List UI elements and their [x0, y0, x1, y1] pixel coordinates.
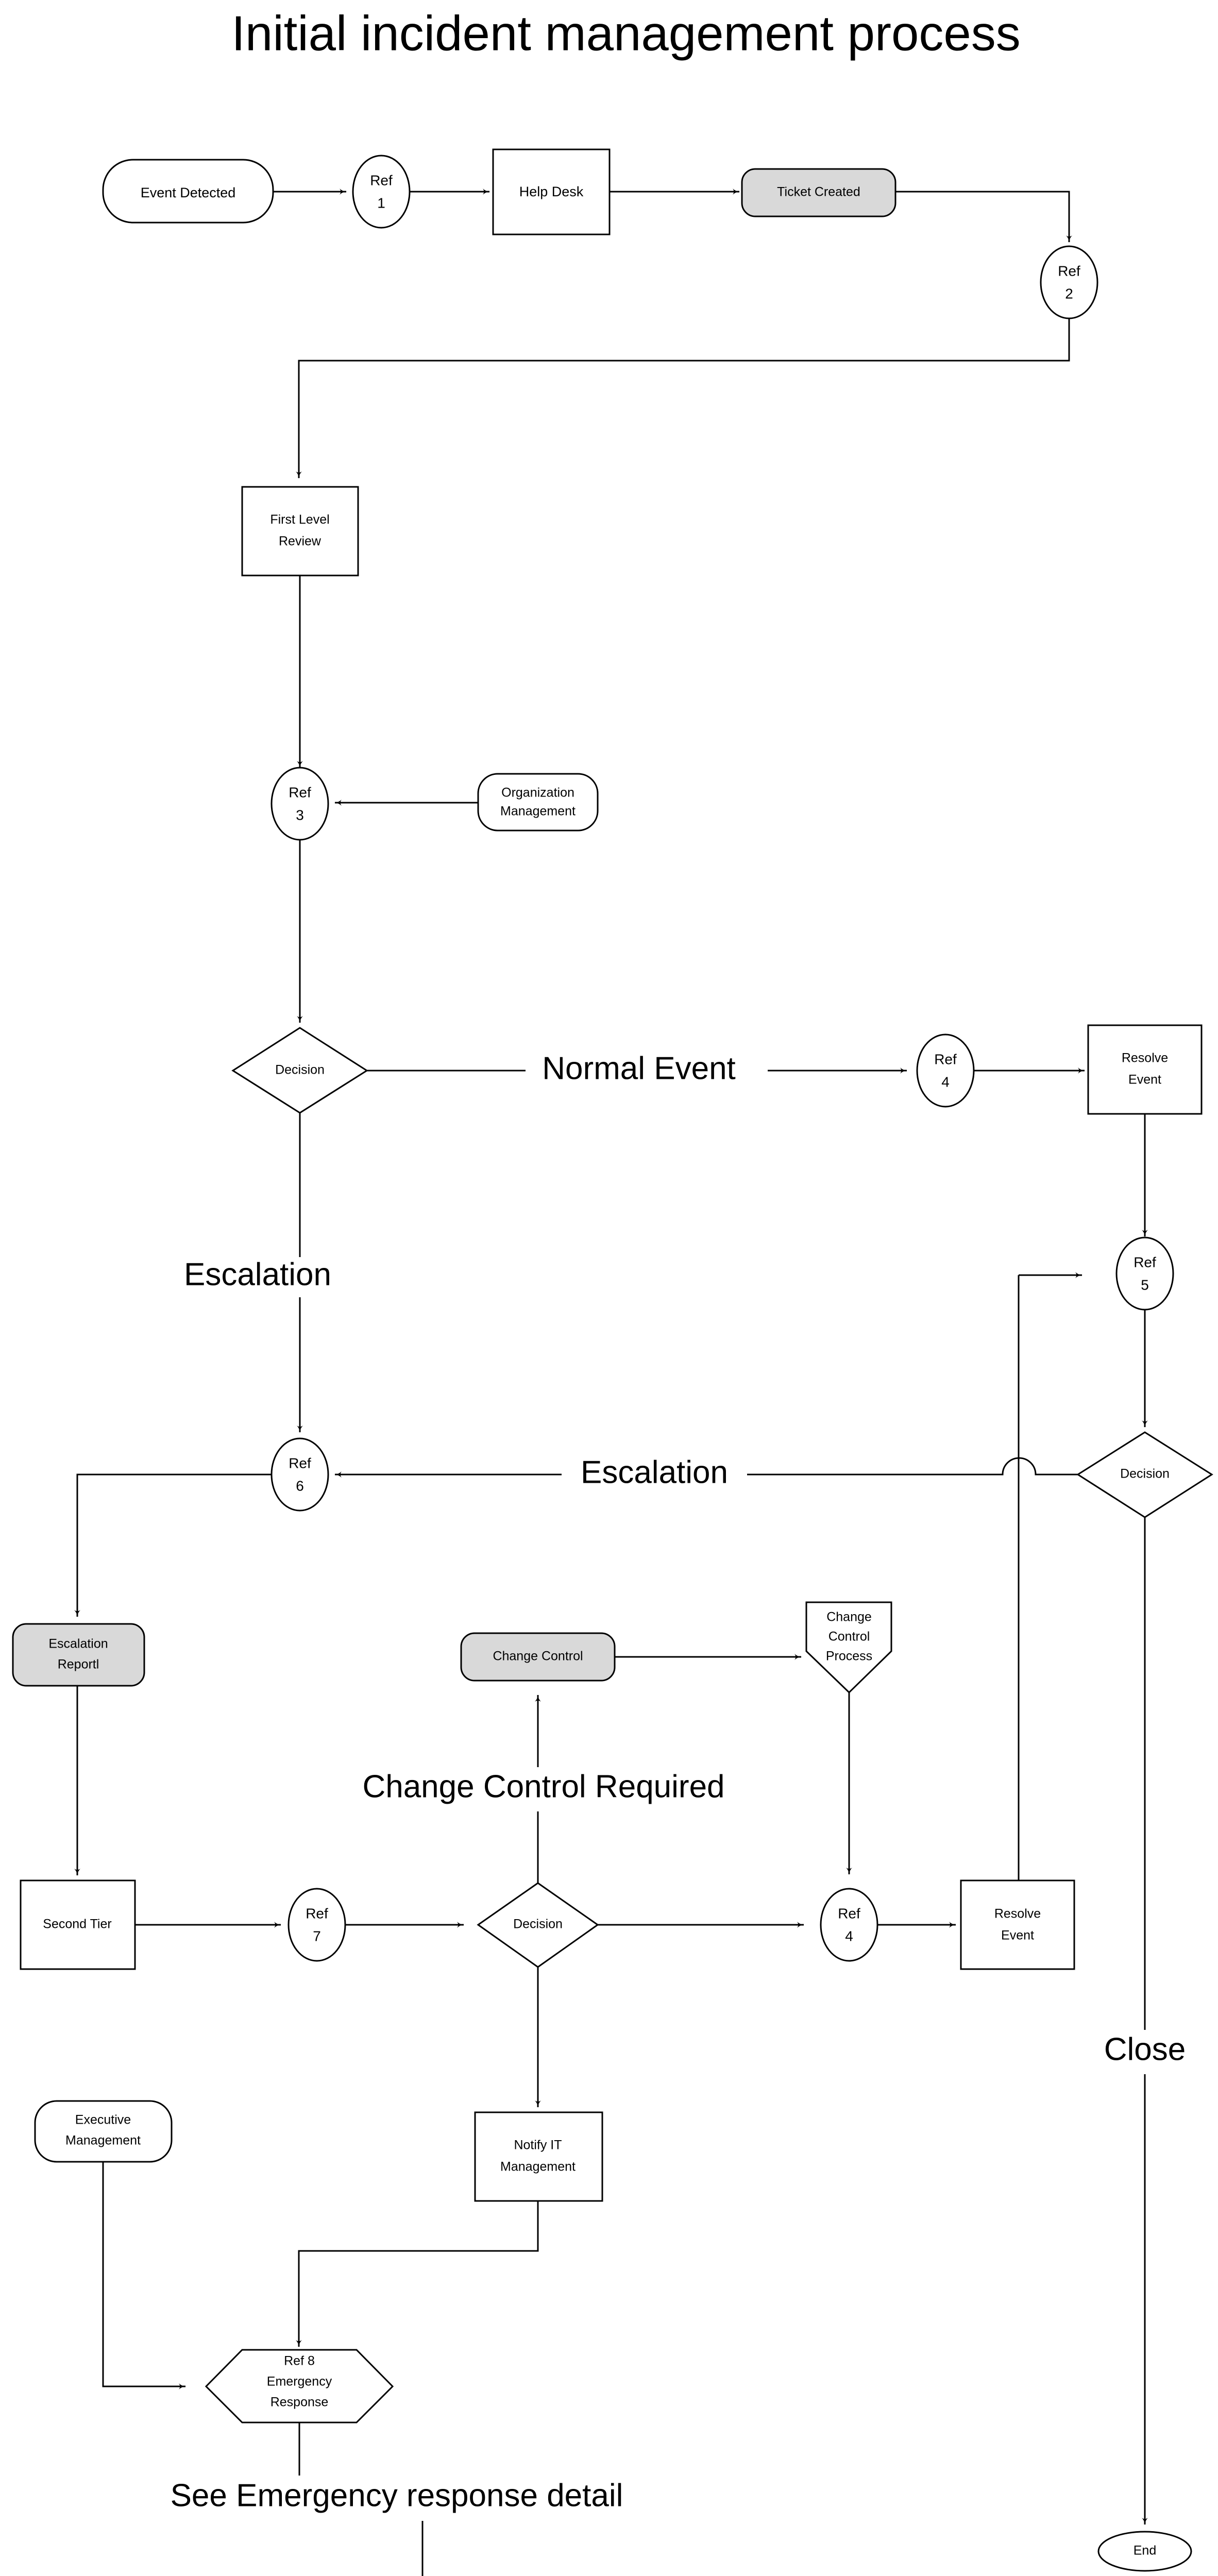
node-label-line2: Control [828, 1630, 870, 1644]
node-label: Ticket Created [777, 185, 860, 199]
edge-label-bg-escalation-mid [562, 1455, 747, 1495]
node-decision-1: Decision [231, 1027, 368, 1114]
node-label-line2: 5 [1141, 1277, 1149, 1293]
node-ref-8-emergency-response: Ref 8 Emergency Response [205, 2349, 394, 2424]
node-decision-2: Decision [1076, 1431, 1213, 1518]
node-end: End [1097, 2531, 1192, 2572]
node-resolve-event-bottom: Resolve Event [960, 1879, 1075, 1970]
edge-ref2-to-first-level-review [296, 318, 1070, 479]
edge-label-close: Close [1104, 2031, 1186, 2067]
node-label-line1: Ref 8 [284, 2354, 315, 2368]
node-change-control: Change Control [460, 1632, 616, 1682]
node-label-line2: 7 [313, 1928, 321, 1944]
node-escalation-report: Escalation Reportl [12, 1623, 145, 1687]
node-label: Change Control [493, 1649, 583, 1664]
edge-exec-mgmt-to-ref8 [102, 2162, 186, 2389]
node-second-tier: Second Tier [20, 1879, 136, 1970]
node-ref-6: Ref 6 [270, 1437, 329, 1512]
edge-label-bg-see-emergency [113, 2476, 629, 2521]
node-label-line2: 1 [377, 195, 385, 211]
node-notify-it-management: Notify IT Management [474, 2111, 603, 2202]
node-ref-4-top: Ref 4 [916, 1033, 975, 1108]
edge-ref6-to-escalation-report [74, 1473, 272, 1617]
node-label: Help Desk [519, 184, 584, 199]
node-label-line2: Management [65, 2133, 141, 2148]
node-label-line1: Ref [838, 1905, 860, 1921]
node-label-line1: Organization [501, 786, 574, 800]
node-label-line2: Management [500, 804, 576, 819]
node-label-line1: Resolve [994, 1907, 1041, 1921]
node-label-line1: First Level [270, 513, 329, 527]
node-label: End [1134, 2544, 1156, 2558]
node-label: Decision [275, 1063, 325, 1077]
node-label-line2: Event [1001, 1928, 1034, 1943]
edge-notify-it-to-ref8 [296, 2201, 539, 2347]
node-label-line1: Ref [306, 1905, 328, 1921]
node-ref-7: Ref 7 [287, 1888, 346, 1962]
edge-label-bg-change-control-required [340, 1767, 747, 1811]
edge-label-normal-event: Normal Event [542, 1050, 736, 1086]
node-label-line2: 6 [296, 1478, 304, 1494]
edge-label-change-control-required: Change Control Required [362, 1769, 724, 1804]
node-first-level-review: First Level Review [241, 486, 359, 577]
edge-label-bg-escalation-left [165, 1257, 350, 1297]
node-label-line2: 3 [296, 807, 304, 823]
node-decision-3: Decision [477, 1882, 599, 1968]
node-label-line1: Change [826, 1610, 872, 1624]
node-label-line1: Ref [934, 1051, 957, 1067]
edge-label-bg-normal-event [526, 1051, 768, 1091]
node-ref-3: Ref 3 [270, 767, 329, 841]
node-label-line1: Executive [75, 2113, 131, 2127]
node-label-line1: Ref [289, 784, 311, 800]
node-label-line1: Ref [289, 1455, 311, 1471]
node-label-line1: Resolve [1122, 1051, 1168, 1065]
node-label-line2: Event [1128, 1073, 1161, 1087]
node-ref-2: Ref 2 [1040, 245, 1098, 319]
node-change-control-process: Change Control Process [805, 1601, 892, 1694]
node-organization-management: Organization Management [477, 773, 599, 832]
node-label-line3: Process [826, 1649, 872, 1664]
edge-label-see-emergency-response-detail: See Emergency response detail [171, 2478, 623, 2513]
node-event-detected: Event Detected [102, 159, 274, 224]
node-label-line1: Escalation [48, 1637, 108, 1651]
node-label-line1: Notify IT [514, 2138, 562, 2153]
node-executive-management: Executive Management [34, 2100, 173, 2163]
page-title: Initial incident management process [231, 6, 1021, 61]
node-label-line2: 2 [1065, 285, 1073, 301]
node-label-line2: Management [500, 2160, 576, 2174]
node-label-line1: Ref [1134, 1254, 1156, 1270]
node-ref-5: Ref 5 [1115, 1236, 1174, 1311]
node-label-line2: 4 [845, 1928, 853, 1944]
edge-ticket-to-ref2 [895, 191, 1072, 243]
node-ref-1: Ref 1 [352, 155, 411, 229]
node-ticket-created: Ticket Created [741, 168, 896, 217]
node-label-line2: Emergency [267, 2375, 332, 2389]
node-label: Decision [1120, 1467, 1170, 1481]
node-label: Second Tier [43, 1917, 111, 1931]
node-label-line2: Reportl [58, 1657, 99, 1672]
node-ref-4-bottom: Ref 4 [820, 1888, 878, 1962]
node-label-line1: Ref [370, 172, 393, 188]
node-help-desk: Help Desk [492, 148, 611, 235]
node-resolve-event-top: Resolve Event [1087, 1024, 1203, 1115]
node-label-line1: Ref [1058, 263, 1080, 279]
edge-label-escalation-mid: Escalation [581, 1454, 728, 1490]
edge-label-bg-close [1069, 2030, 1203, 2074]
node-label: Event Detected [141, 185, 236, 200]
node-label-line2: Review [279, 534, 322, 549]
node-label-line3: Response [270, 2395, 329, 2410]
node-label-line2: 4 [941, 1074, 950, 1090]
edge-label-escalation-left: Escalation [184, 1257, 331, 1292]
node-label: Decision [513, 1917, 563, 1931]
